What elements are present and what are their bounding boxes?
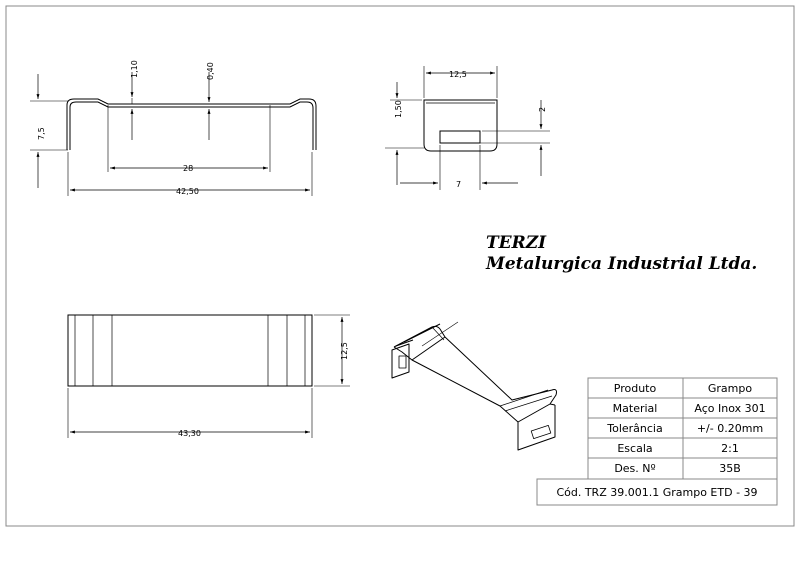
title-block bbox=[536, 377, 778, 506]
title-value-escala: 2:1 bbox=[721, 442, 739, 455]
dim-slot-offset: 2 bbox=[538, 107, 547, 112]
title-value-des-no: 35B bbox=[719, 462, 741, 475]
sheet-border bbox=[5, 5, 795, 527]
title-label-des-no: Des. Nº bbox=[614, 462, 655, 475]
company-name: TERZI bbox=[486, 233, 547, 253]
side-profile-outer bbox=[69, 101, 314, 150]
dim-slot-height: 1,50 bbox=[394, 100, 403, 118]
end-view-slot bbox=[439, 130, 481, 144]
title-value-produto: Grampo bbox=[708, 382, 752, 395]
dim-thickness-gap: 1,10 bbox=[130, 60, 139, 78]
title-label-escala: Escala bbox=[617, 442, 652, 455]
dim-depth-offset: 0,40 bbox=[206, 62, 215, 80]
dim-end-width: 12,5 bbox=[449, 70, 467, 79]
dim-top-width: 12,5 bbox=[340, 342, 349, 360]
dim-total-length-side: 42,50 bbox=[176, 187, 199, 196]
top-view bbox=[67, 314, 350, 438]
title-label-tolerancia: Tolerância bbox=[606, 422, 662, 435]
dim-height: 7,5 bbox=[37, 127, 46, 140]
side-view bbox=[30, 72, 317, 196]
side-profile-inner bbox=[66, 98, 317, 150]
dim-slot-width: 7 bbox=[456, 180, 461, 189]
company-subtitle: Metalurgica Industrial Ltda. bbox=[485, 254, 757, 274]
end-view-outline bbox=[423, 99, 498, 152]
title-value-material: Aço Inox 301 bbox=[694, 402, 765, 415]
isometric-view bbox=[391, 321, 557, 451]
title-code: Cód. TRZ 39.001.1 Grampo ETD - 39 bbox=[556, 486, 757, 499]
title-label-material: Material bbox=[613, 402, 658, 415]
end-view bbox=[385, 66, 550, 190]
title-value-tolerancia: +/- 0.20mm bbox=[697, 422, 763, 435]
dim-inner-span: 28 bbox=[183, 164, 193, 173]
title-label-produto: Produto bbox=[614, 382, 657, 395]
dim-total-length-top: 43,30 bbox=[178, 429, 201, 438]
top-view-outline bbox=[67, 314, 313, 387]
